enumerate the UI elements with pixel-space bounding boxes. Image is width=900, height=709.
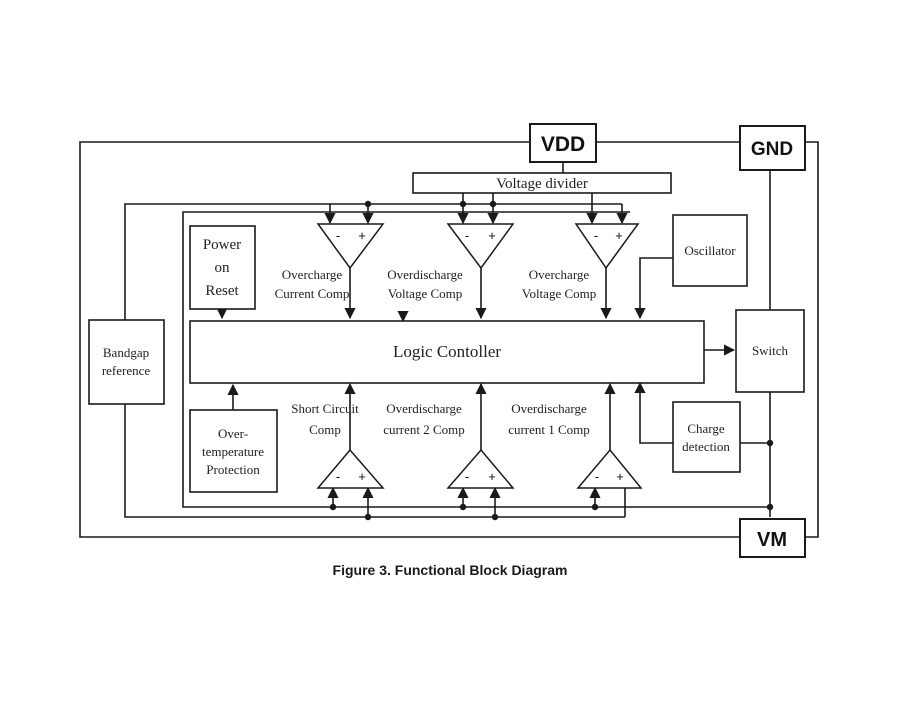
- overdischarge-current-2-label-line-1: Overdischarge: [386, 401, 462, 416]
- comparator-minus: -: [336, 228, 340, 243]
- overdischarge-current-2-comparator: - +: [446, 448, 515, 489]
- overtemp-label-line-2: temperature: [202, 444, 264, 459]
- gnd-pin: GND: [739, 125, 806, 171]
- short-circuit-label-line-2: Comp: [309, 422, 341, 437]
- bandgap-block: Bandgap reference: [88, 319, 165, 405]
- top-reference-wire: [124, 203, 368, 320]
- figure-caption: Figure 3. Functional Block Diagram: [332, 562, 568, 578]
- power-on-reset-block: Power on Reset: [189, 225, 256, 310]
- overdischarge-current-1-label-line-1: Overdischarge: [511, 401, 587, 416]
- overdischarge-voltage-label-line-1: Overdischarge: [387, 267, 463, 282]
- junction-dot: [591, 503, 599, 511]
- comparator-triangle: [576, 448, 643, 489]
- comparator-plus: +: [488, 228, 496, 243]
- junction-dot: [329, 503, 337, 511]
- junction-dot: [459, 200, 467, 208]
- vdd-pin: VDD: [529, 123, 597, 163]
- overdischarge-voltage-comparator: - +: [446, 223, 515, 270]
- junction-dot: [766, 439, 774, 447]
- comparator-minus: -: [465, 228, 469, 243]
- oscillator-output: [634, 257, 673, 320]
- bandgap-label-line-2: reference: [102, 363, 151, 378]
- comparator-triangle: [446, 448, 515, 489]
- vm-pin: VM: [739, 518, 806, 558]
- comparator-minus: -: [595, 469, 599, 484]
- gnd-pin-label: GND: [751, 139, 793, 160]
- comparator-triangle: [316, 223, 385, 270]
- junctions: [329, 200, 774, 521]
- voltage-divider-label: Voltage divider: [496, 176, 588, 192]
- junction-dot: [766, 503, 774, 511]
- overdischarge-current-1-label-line-2: current 1 Comp: [508, 422, 590, 437]
- junction-dot: [364, 200, 372, 208]
- comparator-triangle: [446, 223, 515, 270]
- outer-right-wire: [805, 141, 819, 538]
- junction-dot: [364, 513, 372, 521]
- charge-detection-block: Charge detection: [672, 401, 741, 473]
- overcharge-current-label-line-1: Overcharge: [282, 267, 343, 282]
- short-circuit-comparator: - +: [316, 448, 385, 489]
- switch-label: Switch: [752, 343, 789, 358]
- oscillator-block: Oscillator: [672, 214, 748, 287]
- por-label-line-3: Reset: [205, 283, 239, 299]
- vm-pin-label: VM: [757, 529, 787, 551]
- overcharge-voltage-label-line-1: Overcharge: [529, 267, 590, 282]
- overcharge-current-label-line-2: Current Comp: [275, 286, 350, 301]
- comparator-plus: +: [488, 469, 496, 484]
- charge-detect-output: [634, 381, 673, 444]
- overtemp-label-line-1: Over-: [218, 426, 248, 441]
- overcharge-voltage-label-line-2: Voltage Comp: [522, 286, 597, 301]
- bandgap-label-line-1: Bandgap: [103, 345, 149, 360]
- overdischarge-current-1-comparator: - +: [576, 448, 643, 489]
- por-label-line-1: Power: [203, 237, 241, 253]
- logic-controller-block: Logic Contoller: [189, 320, 705, 384]
- voltage-divider-block: Voltage divider: [412, 172, 672, 194]
- overcharge-current-comparator: - +: [316, 223, 385, 270]
- switch-block: Switch: [735, 309, 805, 393]
- overtemp-label-line-3: Protection: [206, 462, 260, 477]
- vdd-pin-label: VDD: [541, 133, 585, 156]
- logic-controller-label: Logic Contoller: [393, 342, 501, 361]
- junction-dot: [489, 200, 497, 208]
- comparator-minus: -: [336, 469, 340, 484]
- comparator-triangle: [574, 223, 640, 270]
- outer-left-wire: [79, 141, 740, 538]
- overdischarge-voltage-label-line-2: Voltage Comp: [388, 286, 463, 301]
- bottom-reference-wire: [124, 404, 625, 518]
- comparator-minus: -: [594, 228, 598, 243]
- comparator-plus: +: [615, 228, 623, 243]
- comparator-minus: -: [465, 469, 469, 484]
- comparator-plus: +: [616, 469, 624, 484]
- charge-detection-label-line-2: detection: [682, 439, 730, 454]
- overcharge-voltage-comparator: - +: [574, 223, 640, 270]
- overdischarge-current-2-label-line-2: current 2 Comp: [383, 422, 465, 437]
- charge-detection-label-line-1: Charge: [687, 421, 725, 436]
- comparator-plus: +: [358, 469, 366, 484]
- oscillator-label: Oscillator: [684, 243, 736, 258]
- junction-dot: [459, 503, 467, 511]
- comparator-plus: +: [358, 228, 366, 243]
- por-label-line-2: on: [215, 260, 231, 276]
- junction-dot: [491, 513, 499, 521]
- short-circuit-label-line-1: Short Circuit: [291, 401, 359, 416]
- comparator-triangle: [316, 448, 385, 489]
- over-temperature-block: Over- temperature Protection: [189, 409, 278, 493]
- inner-frame-wire: [182, 211, 770, 508]
